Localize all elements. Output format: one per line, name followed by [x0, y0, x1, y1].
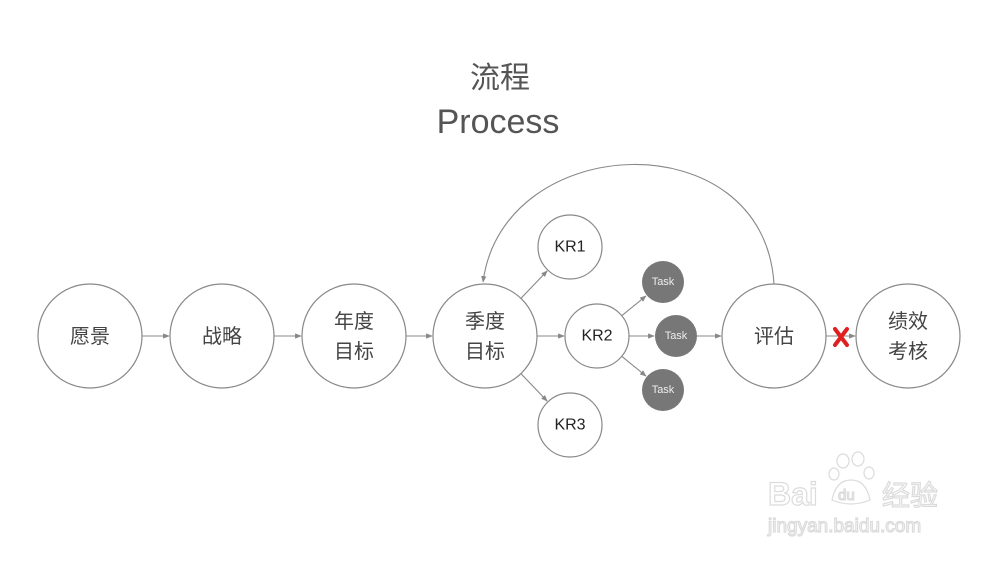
node-strategy-circle: [169, 283, 275, 389]
edges: [142, 164, 856, 402]
node-task-2-circle: [655, 315, 697, 357]
watermark-brand-paw: du: [838, 487, 855, 504]
node-task-1: Task: [642, 261, 684, 303]
edge-quarterly-goal-to-kr3: [520, 373, 548, 402]
watermark-url: jingyan.baidu.com: [767, 516, 921, 537]
node-strategy: 战略: [169, 283, 275, 389]
node-task-1-circle: [642, 261, 684, 303]
node-task-2-label: Task: [665, 330, 688, 342]
node-quarterly-goal-label: 季度: [465, 309, 505, 333]
node-quarterly-goal-circle: [432, 283, 538, 389]
node-task-3: Task: [642, 369, 684, 411]
node-performance-review-label: 绩效: [888, 309, 928, 333]
node-kr2-label: KR2: [581, 328, 612, 345]
node-kr3-label: KR3: [554, 417, 585, 434]
watermark-brand: Bai: [768, 476, 818, 512]
node-vision-circle: [37, 283, 143, 389]
node-task-2: Task: [655, 315, 697, 357]
node-kr3-circle: [537, 392, 603, 458]
node-vision: 愿景: [37, 283, 143, 389]
edge-kr2-to-task-3: [621, 355, 647, 377]
feedback-edge-evaluate-to-quarterly-goal: [481, 164, 775, 285]
node-strategy-label: 战略: [202, 324, 242, 348]
node-evaluate-circle: [721, 283, 827, 389]
edge-kr2-to-task-1: [621, 295, 647, 317]
node-kr2: KR2: [564, 303, 630, 369]
node-kr1-circle: [537, 214, 603, 280]
node-task-1-label: Task: [652, 276, 675, 288]
title-chinese: 流程: [470, 61, 530, 96]
node-performance-review-label: 考核: [888, 339, 928, 363]
node-annual-goal-label: 目标: [334, 339, 374, 363]
edge-quarterly-goal-to-kr1: [520, 270, 548, 299]
title-english: Process: [437, 103, 560, 141]
node-quarterly-goal-label: 目标: [465, 339, 505, 363]
node-kr2-circle: [564, 303, 630, 369]
node-annual-goal-label: 年度: [334, 309, 374, 333]
node-kr1-label: KR1: [554, 239, 585, 256]
watermark: Bai du 经验 jingyan.baidu.com: [766, 451, 939, 538]
node-task-3-label: Task: [652, 384, 675, 396]
node-kr1: KR1: [537, 214, 603, 280]
node-annual-goal-circle: [301, 283, 407, 389]
paw-icon: [828, 451, 875, 505]
node-evaluate: 评估: [721, 283, 827, 389]
nodes: 愿景战略年度目标季度目标KR1KR2KR3TaskTaskTask评估绩效考核: [37, 214, 961, 458]
node-task-3-circle: [642, 369, 684, 411]
node-performance-review-circle: [855, 283, 961, 389]
node-vision-label: 愿景: [70, 324, 110, 348]
node-kr3: KR3: [537, 392, 603, 458]
blocked-x-icon: [833, 327, 849, 347]
watermark-brand-cn: 经验: [882, 480, 938, 511]
node-evaluate-label: 评估: [754, 324, 794, 348]
